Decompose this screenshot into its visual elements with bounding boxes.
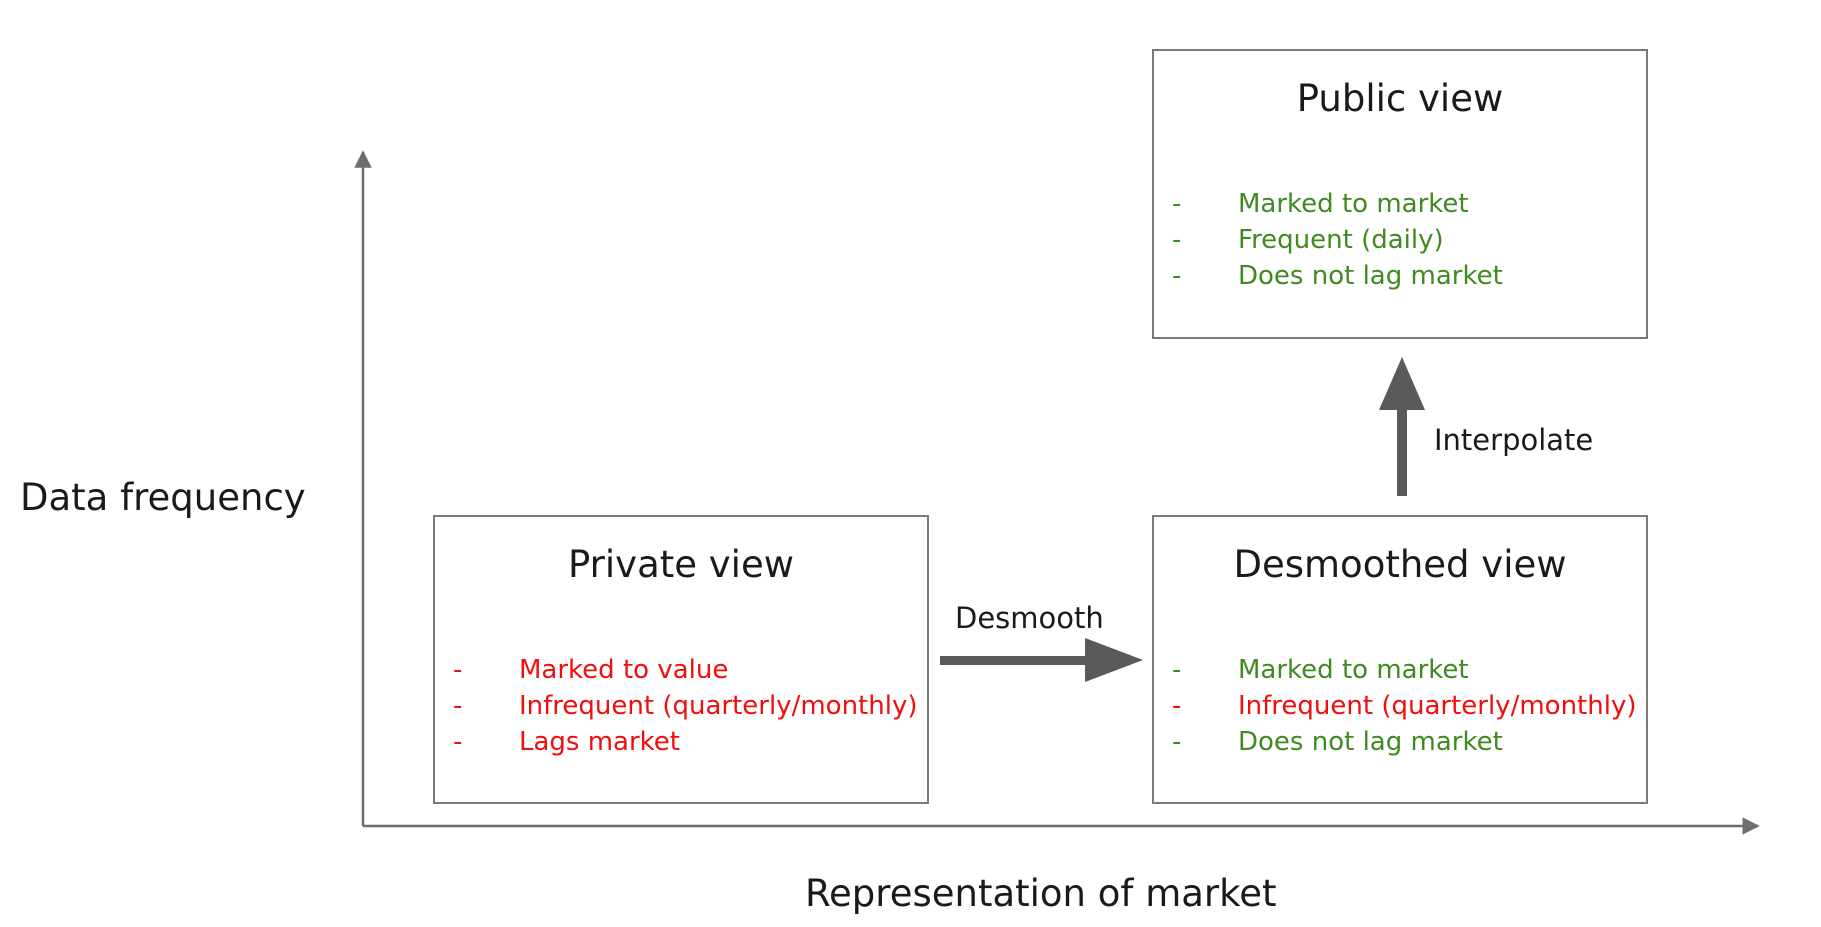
list-item-text: Marked to value xyxy=(519,655,729,685)
list-item: - Lags market xyxy=(435,727,927,763)
bullet-dash: - xyxy=(1172,655,1182,685)
desmooth-arrow xyxy=(940,638,1143,682)
list-item-text: Lags market xyxy=(519,727,681,757)
list-item-text: Frequent (daily) xyxy=(1238,225,1444,255)
list-item-text: Marked to market xyxy=(1238,189,1469,219)
public-view-list: - Marked to market - Frequent (daily) - Does … xyxy=(1154,189,1646,297)
bullet-dash: - xyxy=(1172,189,1182,219)
list-item: - Does not lag market xyxy=(1154,727,1646,763)
list-item: - Marked to value xyxy=(435,655,927,691)
bullet-dash: - xyxy=(453,691,463,721)
list-item-text: Infrequent (quarterly/monthly) xyxy=(1238,691,1637,721)
list-item: - Marked to market xyxy=(1154,189,1646,225)
bullet-dash: - xyxy=(1172,691,1182,721)
bullet-dash: - xyxy=(1172,225,1182,255)
desmoothed-view-box: Desmoothed view - Marked to market - Infreq… xyxy=(1152,515,1648,804)
bullet-dash: - xyxy=(453,655,463,685)
list-item-text: Infrequent (quarterly/monthly) xyxy=(519,691,918,721)
public-view-box: Public view - Marked to market - Frequent (… xyxy=(1152,49,1648,339)
bullet-dash: - xyxy=(1172,261,1182,291)
private-view-title: Private view xyxy=(568,543,794,586)
list-item: - Infrequent (quarterly/monthly) xyxy=(1154,691,1646,727)
interpolate-label: Interpolate xyxy=(1434,423,1594,457)
bullet-dash: - xyxy=(453,727,463,757)
private-view-box: Private view - Marked to value - Infrequent… xyxy=(433,515,929,804)
x-axis-label: Representation of market xyxy=(805,872,1277,915)
desmoothed-view-list: - Marked to market - Infrequent (quarterly/… xyxy=(1154,655,1646,763)
y-axis-label: Data frequency xyxy=(20,476,306,519)
list-item-text: Does not lag market xyxy=(1238,261,1503,291)
public-view-title: Public view xyxy=(1296,77,1504,120)
list-item: - Does not lag market xyxy=(1154,261,1646,297)
desmoothed-view-title: Desmoothed view xyxy=(1233,543,1567,586)
private-view-list: - Marked to value - Infrequent (quarterly/m… xyxy=(435,655,927,763)
list-item: - Marked to market xyxy=(1154,655,1646,691)
list-item: - Frequent (daily) xyxy=(1154,225,1646,261)
interpolate-arrow xyxy=(1379,357,1425,496)
list-item-text: Marked to market xyxy=(1238,655,1469,685)
list-item-text: Does not lag market xyxy=(1238,727,1503,757)
desmooth-label: Desmooth xyxy=(955,601,1104,635)
bullet-dash: - xyxy=(1172,727,1182,757)
list-item: - Infrequent (quarterly/monthly) xyxy=(435,691,927,727)
